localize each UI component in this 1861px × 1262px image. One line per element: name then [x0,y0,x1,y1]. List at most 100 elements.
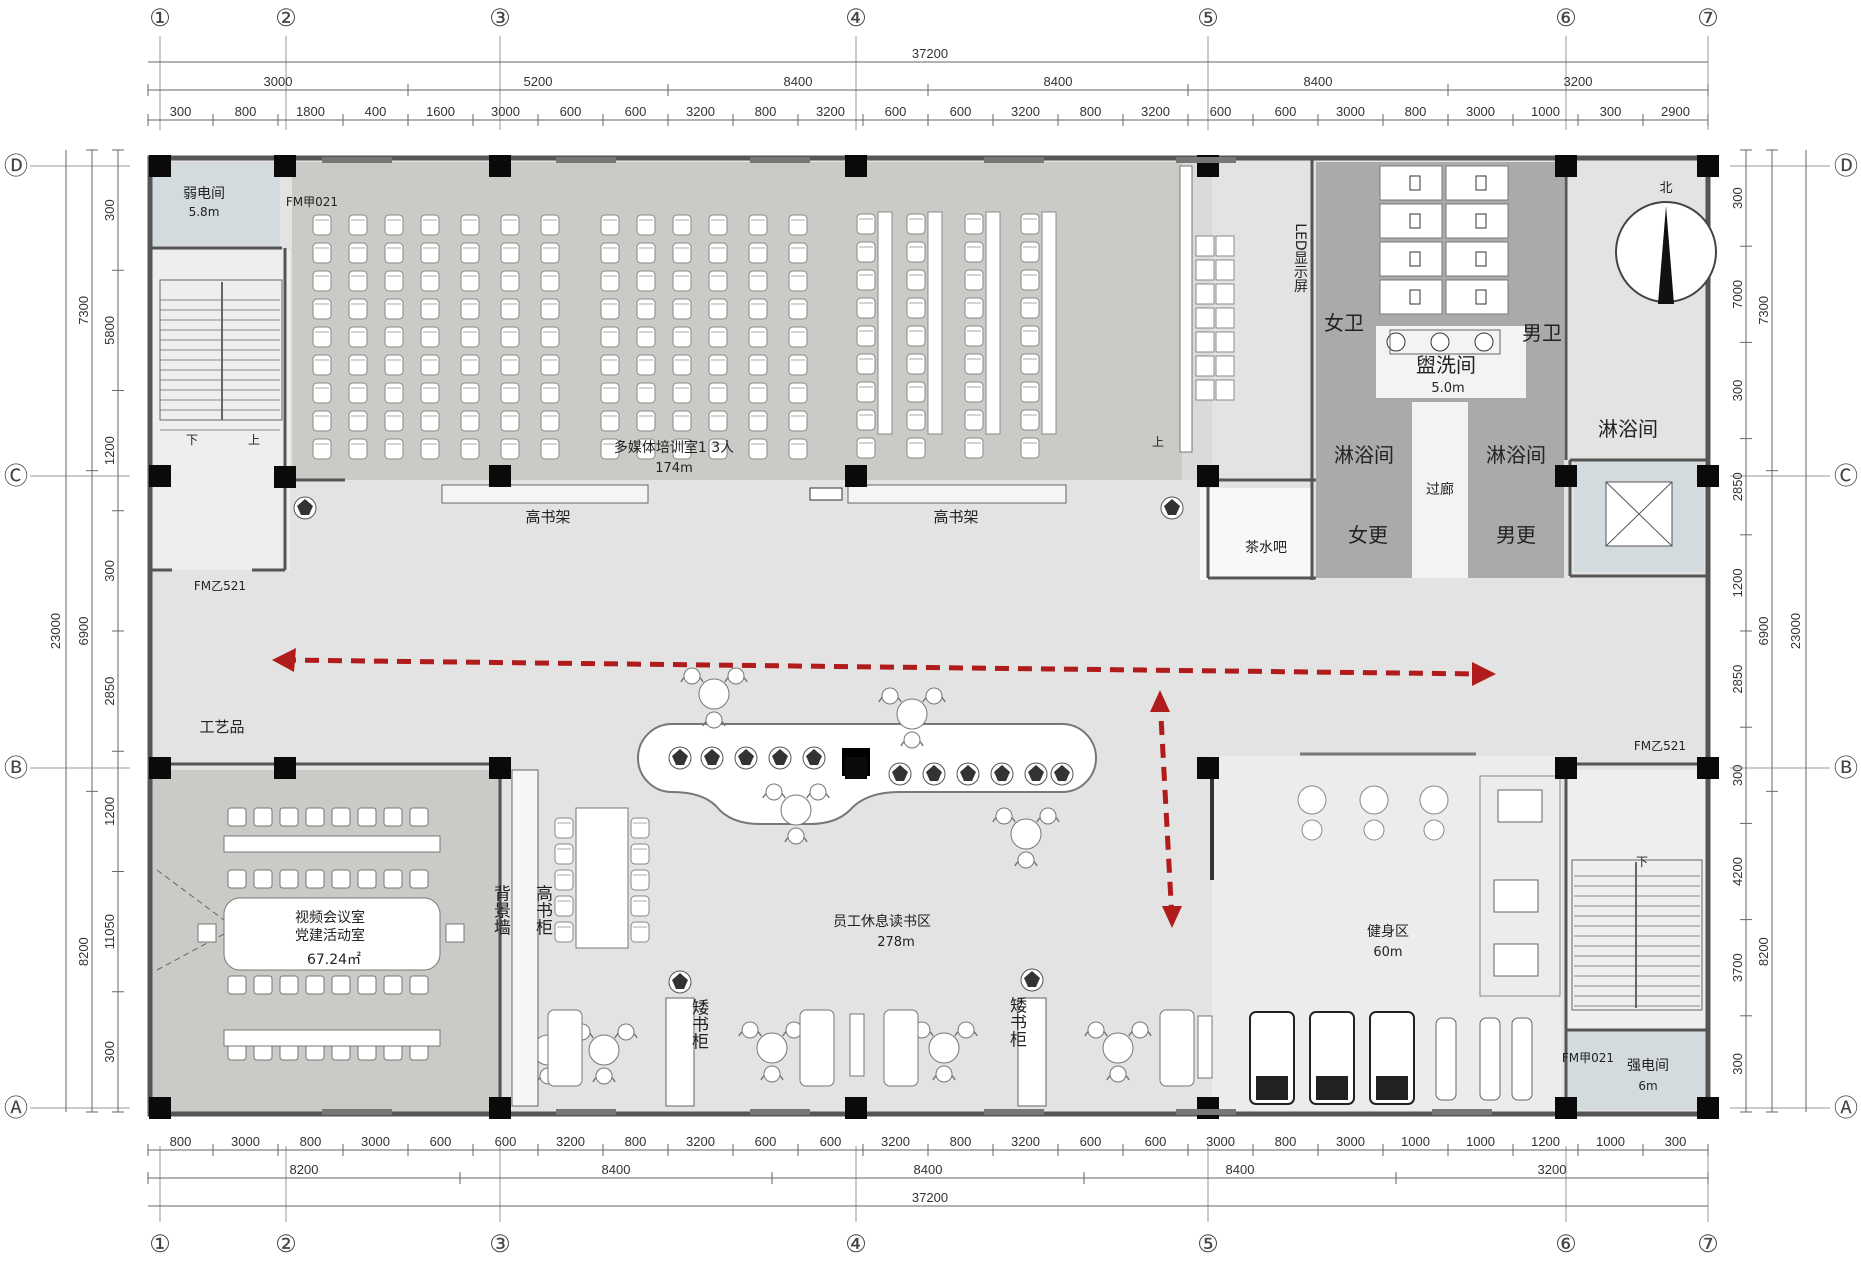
side-table [849,1013,865,1077]
training-tables [856,211,1235,459]
stair-up-label: 上 [248,433,260,447]
window [1432,1109,1492,1115]
round-table [780,794,812,826]
column [274,757,296,779]
dim-text: 600 [950,104,972,119]
stair-down-label: 下 [186,433,198,447]
seat [788,410,808,432]
seat [748,410,768,432]
sink [1386,332,1406,352]
seat [672,410,692,432]
dim-text: 800 [235,104,257,119]
window [750,157,810,163]
training-table [985,211,1001,435]
meeting-chair [383,975,403,995]
seat [540,326,560,348]
plant [734,746,758,770]
dim-text: 3200 [1011,104,1040,119]
meeting-chair [227,869,247,889]
dim-text: 3000 [1336,104,1365,119]
gym-equipment [1210,752,1561,1105]
seat [708,214,728,236]
weak-room-area: 5.8m [189,205,220,219]
seat [964,213,984,235]
chair [630,817,650,839]
seat [636,382,656,404]
sofas [547,1009,1213,1087]
window [322,1109,392,1115]
seat [636,242,656,264]
seat [748,326,768,348]
side-table [1197,1015,1213,1079]
seat [312,354,332,376]
dim-text: 800 [300,1134,322,1149]
north-label: 北 [1659,181,1672,196]
column [489,465,511,487]
window [1176,157,1236,163]
column [149,1097,171,1119]
strong-room-area: 6m [1638,1079,1657,1093]
column [149,757,171,779]
dim-text: 300 [1730,187,1745,209]
female-change-label: 女更 [1348,523,1388,547]
room-labels: 弱电间 5.8m 多媒体培训室1 3人 174m 高书架 高书架 LED显示屏 … [183,186,1686,1093]
meeting-chair [253,869,273,889]
column [1197,1097,1219,1119]
meeting-chair [305,807,325,827]
seat [964,269,984,291]
dim-text: 2850 [102,677,117,706]
female-wc-label: 女卫 [1324,311,1364,335]
meeting-chair [279,975,299,995]
axis-label-left: Ⓑ [4,754,28,782]
dim-text: 7300 [1756,296,1771,325]
axis-label-top: ③ [489,4,511,32]
meeting-chair [253,807,273,827]
seat [420,242,440,264]
toilet [1475,251,1487,267]
seat [964,325,984,347]
shower-ext-label: 淋浴间 [1598,417,1658,441]
dim-text: 300 [102,1041,117,1063]
dim-text: 300 [102,560,117,582]
meeting-chair [305,869,325,889]
seat [540,382,560,404]
dim-text: 5800 [102,316,117,345]
plant [768,746,792,770]
toilet [1475,175,1487,191]
dim-text: 3200 [1011,1134,1040,1149]
seat [636,270,656,292]
axis-label-bottom: ① [149,1230,171,1258]
dim-total-right: 23000 [1788,613,1803,649]
seat [500,270,520,292]
meeting-chair [357,975,377,995]
seat [1020,353,1040,375]
axis-label-top: ④ [845,4,867,32]
seat [348,438,368,460]
sink [1430,332,1450,352]
chair [630,895,650,917]
seat [708,270,728,292]
washbasin-counter [1389,329,1501,355]
dim-text: 6900 [76,617,91,646]
seat [600,242,620,264]
axis-label-top: ⑦ [1697,4,1719,32]
dim-text: 600 [560,104,582,119]
column [489,757,511,779]
seat [672,326,692,348]
column [845,155,867,177]
dim-text: 3200 [686,1134,715,1149]
gym-area: 60m [1373,945,1402,960]
axis-label-top: ⑤ [1197,4,1219,32]
dim-text: 600 [755,1134,777,1149]
seat [420,354,440,376]
seat [348,242,368,264]
dim-text: 7300 [76,296,91,325]
arrow-heads [272,648,1496,928]
toilet [1475,213,1487,229]
plant [990,762,1014,786]
dim-text: 3000 [491,104,520,119]
meeting-chair [409,869,429,889]
plant [1024,762,1048,786]
seat [420,270,440,292]
